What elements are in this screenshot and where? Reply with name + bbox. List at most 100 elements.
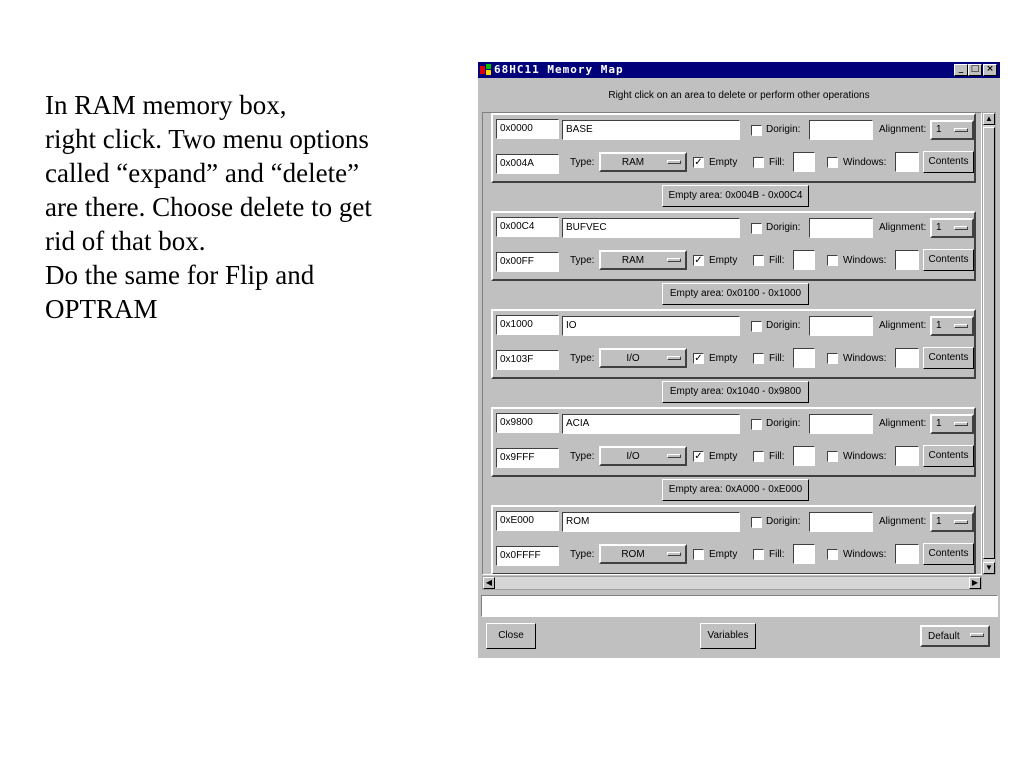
empty-area-button[interactable]: Empty area: 0x004B - 0x00C4 — [662, 185, 809, 207]
empty-checkbox[interactable]: ✓ — [693, 353, 704, 364]
end-address-field[interactable]: 0x00FF — [496, 252, 559, 272]
windows-checkbox[interactable] — [827, 157, 838, 168]
contents-button[interactable]: Contents — [923, 543, 974, 565]
empty-checkbox[interactable]: ✓ — [693, 255, 704, 266]
maximize-button[interactable]: □ — [968, 64, 982, 76]
minimize-button[interactable]: _ — [954, 64, 968, 76]
type-value: ROM — [621, 549, 645, 560]
empty-area-button[interactable]: Empty area: 0x0100 - 0x1000 — [662, 283, 809, 305]
dorigin-field[interactable] — [809, 414, 873, 434]
empty-checkbox[interactable]: ✓ — [693, 451, 704, 462]
vertical-scrollbar[interactable]: ▲ ▼ — [982, 112, 996, 575]
windows-field[interactable] — [895, 250, 919, 270]
end-address-field[interactable]: 0x004A — [496, 154, 559, 174]
scroll-down-icon[interactable]: ▼ — [983, 562, 995, 574]
type-option-menu[interactable]: ROM — [599, 544, 687, 564]
end-address-field[interactable]: 0x0FFFF — [496, 546, 559, 566]
dorigin-field[interactable] — [809, 512, 873, 532]
empty-area-button[interactable]: Empty area: 0xA000 - 0xE000 — [662, 479, 809, 501]
block-name-field[interactable]: BUFVEC — [562, 218, 740, 238]
status-field[interactable] — [481, 595, 998, 617]
type-option-menu[interactable]: RAM — [599, 250, 687, 270]
fill-field[interactable] — [793, 446, 815, 466]
end-address-field[interactable]: 0x9FFF — [496, 448, 559, 468]
start-address-field[interactable]: 0x00C4 — [496, 217, 559, 237]
empty-label: Empty — [709, 549, 738, 560]
dorigin-checkbox[interactable] — [751, 321, 762, 332]
scroll-thumb[interactable] — [983, 127, 995, 559]
empty-label: Empty — [709, 353, 738, 364]
fill-field[interactable] — [793, 348, 815, 368]
block-name-field[interactable]: ROM — [562, 512, 740, 532]
title-bar[interactable]: 68HC11 Memory Map _ □ × — [478, 62, 1000, 78]
scroll-up-icon[interactable]: ▲ — [983, 113, 995, 125]
windows-label: Windows: — [843, 549, 887, 560]
app-icon — [480, 64, 491, 75]
start-address-field[interactable]: 0xE000 — [496, 511, 559, 531]
dorigin-field[interactable] — [809, 120, 873, 140]
contents-button[interactable]: Contents — [923, 249, 974, 271]
scroll-right-icon[interactable]: ▶ — [969, 577, 981, 589]
windows-field[interactable] — [895, 348, 919, 368]
contents-button[interactable]: Contents — [923, 347, 974, 369]
fill-checkbox[interactable] — [753, 353, 764, 364]
horizontal-scrollbar[interactable]: ◀ ▶ — [482, 576, 982, 590]
end-address-field[interactable]: 0x103F — [496, 350, 559, 370]
windows-field[interactable] — [895, 446, 919, 466]
type-option-menu[interactable]: RAM — [599, 152, 687, 172]
windows-checkbox[interactable] — [827, 353, 838, 364]
dorigin-checkbox[interactable] — [751, 223, 762, 234]
default-option-menu[interactable]: Default — [920, 625, 990, 647]
fill-checkbox[interactable] — [753, 451, 764, 462]
dorigin-checkbox[interactable] — [751, 517, 762, 528]
type-option-menu[interactable]: I/O — [599, 446, 687, 466]
alignment-value: 1 — [936, 516, 942, 527]
start-address-field[interactable]: 0x0000 — [496, 119, 559, 139]
dorigin-checkbox[interactable] — [751, 125, 762, 136]
contents-button[interactable]: Contents — [923, 445, 974, 467]
fill-field[interactable] — [793, 544, 815, 564]
alignment-label: Alignment: — [879, 516, 927, 527]
type-label: Type: — [570, 451, 595, 462]
alignment-option-menu[interactable]: 1 — [930, 120, 974, 140]
scroll-left-icon[interactable]: ◀ — [483, 577, 495, 589]
windows-checkbox[interactable] — [827, 451, 838, 462]
variables-button[interactable]: Variables — [700, 623, 756, 649]
alignment-option-menu[interactable]: 1 — [930, 218, 974, 238]
start-address-field[interactable]: 0x1000 — [496, 315, 559, 335]
dorigin-checkbox[interactable] — [751, 419, 762, 430]
contents-button[interactable]: Contents — [923, 151, 974, 173]
alignment-option-menu[interactable]: 1 — [930, 316, 974, 336]
fill-field[interactable] — [793, 152, 815, 172]
windows-checkbox[interactable] — [827, 549, 838, 560]
start-address-field[interactable]: 0x9800 — [496, 413, 559, 433]
fill-checkbox[interactable] — [753, 549, 764, 560]
block-name-field[interactable]: ACIA — [562, 414, 740, 434]
type-option-menu[interactable]: I/O — [599, 348, 687, 368]
alignment-option-menu[interactable]: 1 — [930, 512, 974, 532]
block-name-field[interactable]: IO — [562, 316, 740, 336]
block-name-field[interactable]: BASE — [562, 120, 740, 140]
dorigin-field[interactable] — [809, 316, 873, 336]
dorigin-field[interactable] — [809, 218, 873, 238]
option-indicator-icon — [954, 128, 968, 132]
windows-field[interactable] — [895, 544, 919, 564]
close-button[interactable]: Close — [486, 623, 536, 649]
empty-checkbox[interactable]: ✓ — [693, 157, 704, 168]
alignment-option-menu[interactable]: 1 — [930, 414, 974, 434]
fill-checkbox[interactable] — [753, 157, 764, 168]
fill-checkbox[interactable] — [753, 255, 764, 266]
empty-area-button[interactable]: Empty area: 0x1040 - 0x9800 — [662, 381, 809, 403]
fill-field[interactable] — [793, 250, 815, 270]
empty-checkbox[interactable] — [693, 549, 704, 560]
windows-field[interactable] — [895, 152, 919, 172]
close-window-button[interactable]: × — [983, 64, 997, 76]
empty-area-row: Empty area: 0x004B - 0x00C4 — [491, 183, 976, 211]
windows-checkbox[interactable] — [827, 255, 838, 266]
